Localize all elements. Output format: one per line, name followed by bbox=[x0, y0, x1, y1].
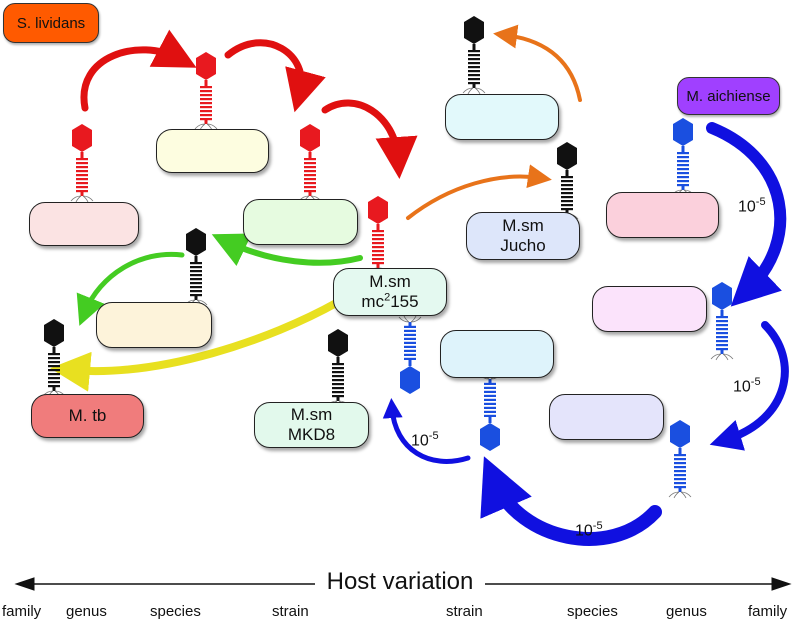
phage-blue-aichiense bbox=[671, 117, 695, 197]
tick-strain-right: strain bbox=[446, 603, 483, 620]
phage-blue-inverted-2 bbox=[478, 372, 502, 452]
red-arrow-3 bbox=[321, 99, 418, 179]
green-arrow-2 bbox=[76, 251, 185, 326]
jucho-line1: M.sm bbox=[502, 216, 544, 235]
phage-black-mid bbox=[184, 227, 208, 307]
phage-red-mc2155 bbox=[366, 195, 390, 275]
phage-black-mkd8 bbox=[326, 328, 350, 408]
tick-genus-right: genus bbox=[666, 603, 707, 620]
cell-m-sm-mc2155: M.sm mc2155 bbox=[333, 268, 447, 316]
cell-m-sm-jucho: M.sm Jucho bbox=[466, 212, 580, 260]
host-label-m-aichiense-text: M. aichiense bbox=[686, 87, 771, 105]
phage-red-left bbox=[70, 123, 94, 203]
freq3-base: 10 bbox=[411, 432, 429, 450]
tick-family-right: family bbox=[748, 603, 788, 620]
freq4-exp: -5 bbox=[592, 520, 603, 532]
orange-arrow-2 bbox=[406, 164, 552, 220]
red-arrow-1 bbox=[80, 29, 197, 112]
host-label-s-lividans: S. lividans bbox=[3, 3, 99, 43]
blue-arrow-3 bbox=[480, 456, 662, 546]
tick-family-left: family bbox=[2, 603, 42, 620]
cell-purple-bottom-right bbox=[549, 394, 664, 440]
tick-species-right: species bbox=[567, 603, 618, 620]
red-arrows bbox=[80, 29, 418, 179]
phage-blue-inverted-1 bbox=[398, 315, 422, 395]
mc2155-line1: M.sm bbox=[369, 272, 411, 291]
phage-black-mtb bbox=[42, 318, 66, 398]
cell-green-middle bbox=[243, 199, 358, 245]
cell-pink-right bbox=[606, 192, 719, 238]
tick-genus-left: genus bbox=[66, 603, 107, 620]
mkd8-line2: MKD8 bbox=[287, 425, 336, 444]
axis-title-text: Host variation bbox=[314, 568, 486, 595]
mc2155-suffix: 155 bbox=[390, 292, 419, 311]
host-label-s-lividans-text: S. lividans bbox=[16, 14, 86, 32]
cell-cyan-top bbox=[445, 94, 559, 140]
jucho-line2: Jucho bbox=[500, 236, 546, 255]
phage-red-top bbox=[194, 51, 218, 131]
cell-yellow-top bbox=[156, 129, 269, 173]
green-arrow-1 bbox=[211, 233, 363, 266]
phage-black-top bbox=[462, 15, 486, 95]
host-label-m-aichiense: M. aichiense bbox=[677, 77, 780, 115]
yellow-arrow bbox=[50, 298, 342, 392]
cell-m-sm-mkd8: M.sm MKD8 bbox=[254, 402, 369, 448]
phage-blue-right-1 bbox=[710, 281, 734, 361]
blue-arrow-2 bbox=[709, 321, 789, 451]
mc2155-prefix: mc bbox=[361, 292, 385, 311]
blue-arrow-1 bbox=[706, 122, 787, 307]
cell-pink-left bbox=[29, 202, 139, 246]
blue-arrows bbox=[382, 122, 789, 546]
cell-cyan-bottom bbox=[440, 330, 554, 378]
freq2-base: 10 bbox=[733, 378, 751, 396]
green-arrows bbox=[76, 233, 363, 326]
red-arrow-2 bbox=[224, 39, 326, 113]
freq1-exp: -5 bbox=[755, 196, 766, 208]
phage-red-middle bbox=[298, 123, 322, 203]
orange-arrows bbox=[406, 24, 582, 220]
freq1-base: 10 bbox=[738, 198, 756, 216]
cell-m-tb: M. tb bbox=[31, 394, 144, 438]
frequency-label-4: 10-5 bbox=[575, 520, 603, 540]
frequency-label-1: 10-5 bbox=[738, 196, 766, 216]
mkd8-line1: M.sm bbox=[290, 405, 333, 424]
frequency-label-3: 10-5 bbox=[411, 430, 439, 450]
freq2-exp: -5 bbox=[750, 376, 761, 388]
phage-black-jucho bbox=[555, 141, 579, 221]
tick-species-left: species bbox=[150, 603, 201, 620]
cell-lavender-right bbox=[592, 286, 707, 332]
cell-cream-left bbox=[96, 302, 212, 348]
frequency-label-2: 10-5 bbox=[733, 376, 761, 396]
phage-blue-right-2 bbox=[668, 419, 692, 499]
m-tb-text: M. tb bbox=[68, 406, 107, 425]
blue-arrow-4 bbox=[382, 398, 471, 464]
mc2155-line2: mc2155 bbox=[361, 292, 418, 312]
mc2155-sup: 2 bbox=[384, 291, 391, 304]
orange-arrow-1 bbox=[493, 24, 582, 102]
axis-title: Host variation bbox=[0, 568, 800, 596]
yellow-arrow-1 bbox=[50, 298, 342, 392]
freq3-exp: -5 bbox=[428, 430, 439, 442]
freq4-base: 10 bbox=[575, 522, 593, 540]
tick-strain-left: strain bbox=[272, 603, 309, 620]
